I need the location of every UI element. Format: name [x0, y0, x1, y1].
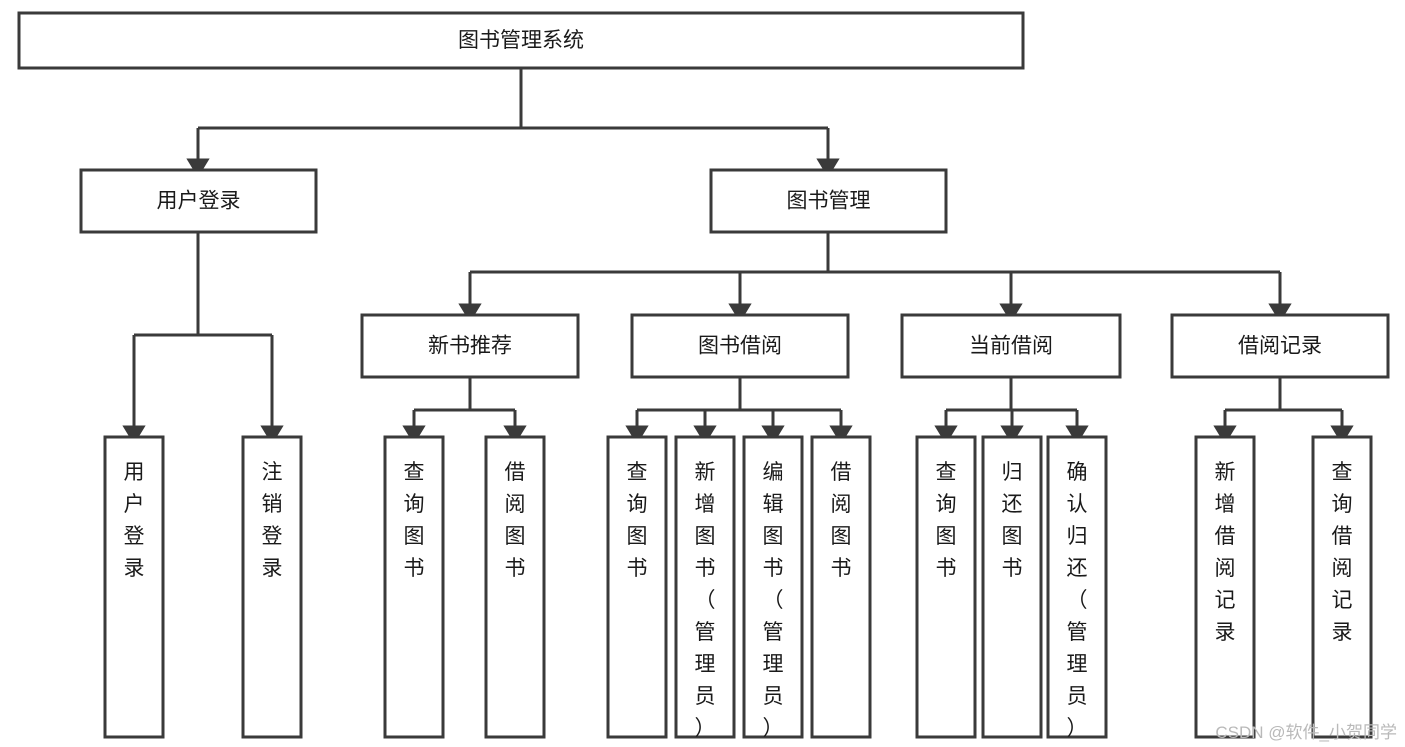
node-box: [103, 435, 165, 739]
conn-bookmanage-to-level2: [458, 232, 1292, 323]
node-label: 注销登录: [262, 461, 283, 580]
node-leaf-query-book-rec[interactable]: 查询图书: [383, 435, 445, 739]
node-label: 查询图书: [936, 461, 957, 580]
node-leaf-query-record[interactable]: 查询借阅记录: [1311, 435, 1373, 739]
node-box: [606, 435, 668, 739]
node-box: [1194, 435, 1256, 739]
node-box: [630, 313, 850, 379]
node-label: 编辑图书（管理员）: [763, 461, 784, 740]
node-label: 确认归还（管理员）: [1067, 461, 1088, 740]
node-label: 图书借阅: [698, 335, 782, 358]
node-label: 借阅图书: [831, 461, 852, 580]
node-label: 新增图书（管理员）: [695, 461, 716, 740]
node-label: 用户登录: [157, 190, 241, 213]
node-box: [709, 168, 948, 234]
node-current-borrow[interactable]: 当前借阅: [900, 313, 1122, 379]
node-box: [1046, 435, 1108, 739]
node-label: 图书管理系统: [458, 29, 584, 52]
node-label: 查询借阅记录: [1332, 461, 1353, 644]
conn-currentborrow-to-leaves: [934, 377, 1089, 445]
node-box: [79, 168, 318, 234]
node-label: 归还图书: [1002, 461, 1023, 580]
node-box: [383, 435, 445, 739]
node-label: 查询图书: [404, 461, 425, 580]
conn-borrowrecord-to-leaves: [1213, 377, 1354, 445]
node-leaf-edit-book[interactable]: 编辑图书（管理员）: [742, 435, 804, 740]
node-label: 图书管理: [787, 190, 871, 213]
node-label: 新书推荐: [428, 335, 512, 358]
node-leaf-logout[interactable]: 注销登录: [241, 435, 303, 739]
conn-userlogin-to-leaves: [122, 232, 284, 445]
node-leaf-query-book[interactable]: 查询图书: [606, 435, 668, 739]
watermark-text: CSDN @软件_小贺同学: [1215, 723, 1397, 742]
node-leaf-confirm-return[interactable]: 确认归还（管理员）: [1046, 435, 1108, 740]
node-box: [674, 435, 736, 739]
conn-bookborrow-to-leaves: [625, 377, 853, 445]
node-leaf-borrow-book[interactable]: 借阅图书: [810, 435, 872, 739]
node-root[interactable]: 图书管理系统: [17, 11, 1025, 70]
node-new-book-rec[interactable]: 新书推荐: [360, 313, 580, 379]
node-user-login[interactable]: 用户登录: [79, 168, 318, 234]
node-label: 当前借阅: [969, 335, 1053, 358]
node-box: [241, 435, 303, 739]
node-book-borrow[interactable]: 图书借阅: [630, 313, 850, 379]
node-leaf-user-login[interactable]: 用户登录: [103, 435, 165, 739]
node-leaf-query-book-cur[interactable]: 查询图书: [915, 435, 977, 739]
conn-newbookrec-to-leaves: [402, 377, 527, 445]
node-box: [810, 435, 872, 739]
node-label: 查询图书: [627, 461, 648, 580]
node-book-manage[interactable]: 图书管理: [709, 168, 948, 234]
node-label: 借阅记录: [1238, 335, 1322, 358]
node-box: [17, 11, 1025, 70]
node-borrow-record[interactable]: 借阅记录: [1170, 313, 1390, 379]
node-box: [742, 435, 804, 739]
node-box: [981, 435, 1043, 739]
node-leaf-add-book[interactable]: 新增图书（管理员）: [674, 435, 736, 740]
node-box: [1170, 313, 1390, 379]
node-box: [915, 435, 977, 739]
node-label: 借阅图书: [505, 461, 526, 580]
node-box: [1311, 435, 1373, 739]
node-label: 用户登录: [124, 461, 145, 580]
node-leaf-return-book[interactable]: 归还图书: [981, 435, 1043, 739]
node-box: [900, 313, 1122, 379]
node-layer: 图书管理系统用户登录图书管理新书推荐图书借阅当前借阅借阅记录用户登录注销登录查询…: [17, 11, 1390, 740]
node-box: [484, 435, 546, 739]
conn-root-to-level1: [186, 68, 840, 178]
node-label: 新增借阅记录: [1215, 461, 1236, 644]
node-leaf-borrow-book-rec[interactable]: 借阅图书: [484, 435, 546, 739]
node-box: [360, 313, 580, 379]
node-leaf-add-record[interactable]: 新增借阅记录: [1194, 435, 1256, 739]
connector-layer: [122, 68, 1354, 445]
